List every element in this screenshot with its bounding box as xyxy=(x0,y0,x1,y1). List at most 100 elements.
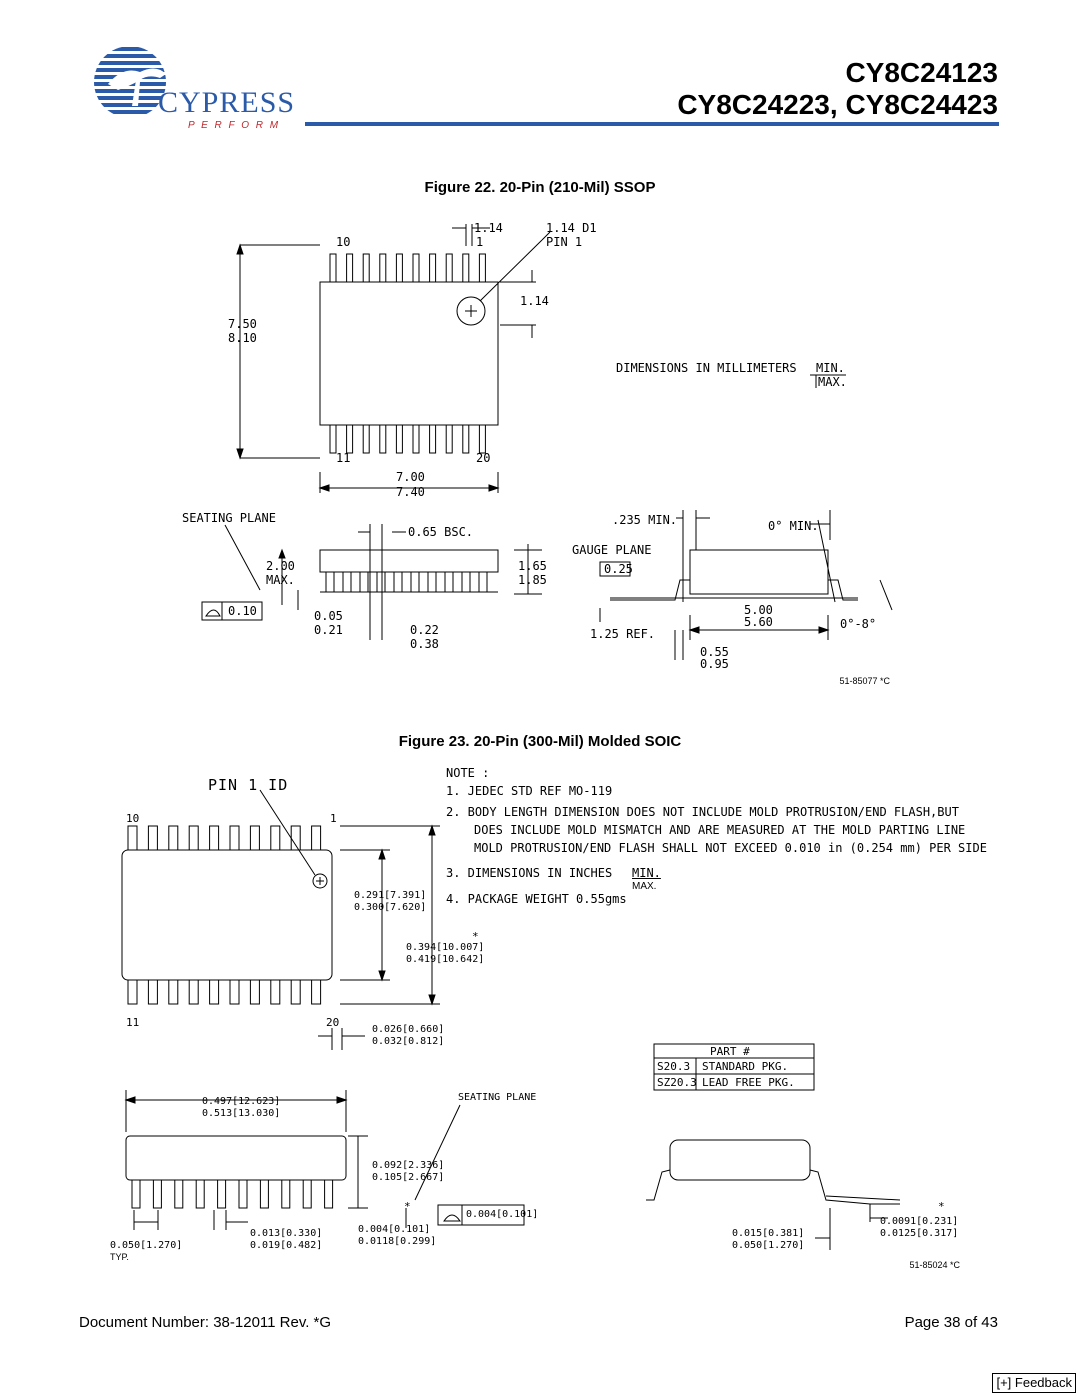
dim-standoff-max: 0.21 xyxy=(314,623,343,637)
star-note-1: * xyxy=(472,930,479,943)
ssop-pin10-label: 10 xyxy=(336,235,350,249)
soic-lead-side xyxy=(281,1179,291,1209)
soic-lead xyxy=(188,825,199,851)
dim-span-max: 5.60 xyxy=(744,615,773,629)
units-min: MIN. xyxy=(816,361,845,375)
dim-d1: 1.14 D1 xyxy=(546,221,597,235)
soic-lead-side xyxy=(174,1179,184,1209)
feedback-link[interactable]: [+] Feedback xyxy=(992,1373,1076,1393)
ssop-lead xyxy=(478,253,486,283)
figure-23-caption: Figure 23. 20-Pin (300-Mil) Molded SOIC xyxy=(398,733,682,750)
units-note: DIMENSIONS IN MILLIMETERS xyxy=(616,361,797,375)
dim-soic-height-min: 0.092[2.336] xyxy=(372,1160,445,1171)
dim-soic-pitch-min: 0.026[0.660] xyxy=(372,1024,445,1035)
gauge-plane-label: GAUGE PLANE xyxy=(572,543,651,557)
ssop-body-top xyxy=(319,281,499,426)
soic-lead-side xyxy=(217,1179,227,1209)
soic-end-view xyxy=(669,1139,811,1181)
gauge-box xyxy=(599,561,631,577)
note-1: 1. JEDEC STD REF MO-119 xyxy=(446,784,613,798)
soic-pin1-label: 1 xyxy=(330,812,337,825)
soic-seating-plane: SEATING PLANE xyxy=(458,1092,537,1103)
ssop-lead-side xyxy=(427,571,437,593)
soic-lead-side xyxy=(131,1179,141,1209)
soic-lead xyxy=(249,825,260,851)
soic-pin20-label: 20 xyxy=(326,1016,340,1029)
dim-ref: 1.25 REF. xyxy=(590,627,655,641)
ssop-leads-side xyxy=(325,571,488,593)
soic-lead xyxy=(229,825,240,851)
part-row-1-desc: STANDARD PKG. xyxy=(702,1060,789,1073)
dim-gauge: 0.25 xyxy=(604,562,633,576)
soic-lead xyxy=(311,825,322,851)
dim-soic-flatness: 0.004[0.101] xyxy=(466,1209,539,1220)
ssop-lead-side xyxy=(393,571,403,593)
note-2b: DOES INCLUDE MOLD MISMATCH AND ARE MEASU… xyxy=(474,823,966,837)
soic-pin1-marker xyxy=(312,873,328,889)
soic-lead xyxy=(127,979,138,1005)
soic-lead xyxy=(168,825,179,851)
dim-lead-length: .235 MIN. xyxy=(612,513,677,527)
ssop-lead xyxy=(379,424,387,454)
ssop-lead xyxy=(412,424,420,454)
ssop-lead xyxy=(462,253,470,283)
dim-pitch: 0.65 BSC. xyxy=(408,525,473,539)
soic-lead xyxy=(168,979,179,1005)
ssop-lead-side xyxy=(325,571,335,593)
soic-lead-side xyxy=(302,1179,312,1209)
header-rule xyxy=(305,122,999,126)
ssop-lead xyxy=(346,253,354,283)
soic-lead xyxy=(188,979,199,1005)
figure-22-drawing: 10 1 11 20 1.14 1.14 D1 PIN 1 1.14 7.50 … xyxy=(182,221,893,686)
dim-soic-len-max: 0.513[13.030] xyxy=(202,1108,281,1119)
ssop-lead-side xyxy=(461,571,471,593)
dim-width-max: 7.40 xyxy=(396,485,425,499)
soic-lead xyxy=(147,825,158,851)
soic-lead-side xyxy=(238,1179,248,1209)
part-row-2-code: SZ20.3 xyxy=(657,1076,697,1089)
ssop-lead xyxy=(412,253,420,283)
dim-foot-max: 0.95 xyxy=(700,657,729,671)
ssop-lead xyxy=(478,424,486,454)
part-number-line-1: CY8C24123 xyxy=(845,57,998,88)
soic-lead xyxy=(249,979,260,1005)
ssop-lead xyxy=(362,253,370,283)
dim-soic-foot-max: 0.050[1.270] xyxy=(732,1240,805,1251)
part-table xyxy=(653,1043,815,1091)
ssop-lead xyxy=(445,253,453,283)
ssop-lead xyxy=(346,424,354,454)
soic-body-side xyxy=(125,1135,347,1181)
pin1-id-label: PIN 1 ID xyxy=(208,776,289,794)
pin1-callout: PIN 1 xyxy=(546,235,582,249)
dim-width-min: 7.00 xyxy=(396,470,425,484)
ssop-pin20-label: 20 xyxy=(476,451,490,465)
soic-lead-side xyxy=(259,1179,269,1209)
ssop-pin1-label: 1 xyxy=(476,235,483,249)
pin1-marker xyxy=(456,296,486,326)
part-table-header: PART # xyxy=(710,1045,750,1058)
soic-lead xyxy=(229,979,240,1005)
soic-body-top xyxy=(121,849,333,981)
dim-soic-total-max: 0.419[10.642] xyxy=(406,954,485,965)
note-2c: MOLD PROTRUSION/END FLASH SHALL NOT EXCE… xyxy=(474,841,987,855)
soic-lead xyxy=(209,825,220,851)
notes-title: NOTE : xyxy=(446,766,490,780)
ssop-lead-side xyxy=(342,571,352,593)
soic-lead xyxy=(290,979,301,1005)
note-4: 4. PACKAGE WEIGHT 0.55gms xyxy=(446,892,627,906)
dim-body-min: 7.50 xyxy=(228,317,257,331)
ssop-lead xyxy=(362,424,370,454)
units-max: MAX. xyxy=(818,375,847,389)
figure-22-caption: Figure 22. 20-Pin (210-Mil) SSOP xyxy=(424,179,656,196)
dim-height-min: 2.00 xyxy=(266,559,295,573)
note-2a: 2. BODY LENGTH DIMENSION DOES NOT INCLUD… xyxy=(446,805,959,819)
figure-23-drawing xyxy=(121,789,901,1250)
dim-soic-body-min: 0.291[7.391] xyxy=(354,890,427,901)
dim-soic-body-max: 0.300[7.620] xyxy=(354,902,427,913)
dim-soic-standoff-max: 0.0118[0.299] xyxy=(358,1236,437,1247)
dim-angle-min: 0° MIN. xyxy=(768,519,819,533)
dim-thick-min: 1.65 xyxy=(518,559,547,573)
dim-soic-lead-max: 0.019[0.482] xyxy=(250,1240,323,1251)
dim-foot-min: 0.55 xyxy=(700,645,729,659)
logo-brand: CYPRESS xyxy=(158,86,296,119)
